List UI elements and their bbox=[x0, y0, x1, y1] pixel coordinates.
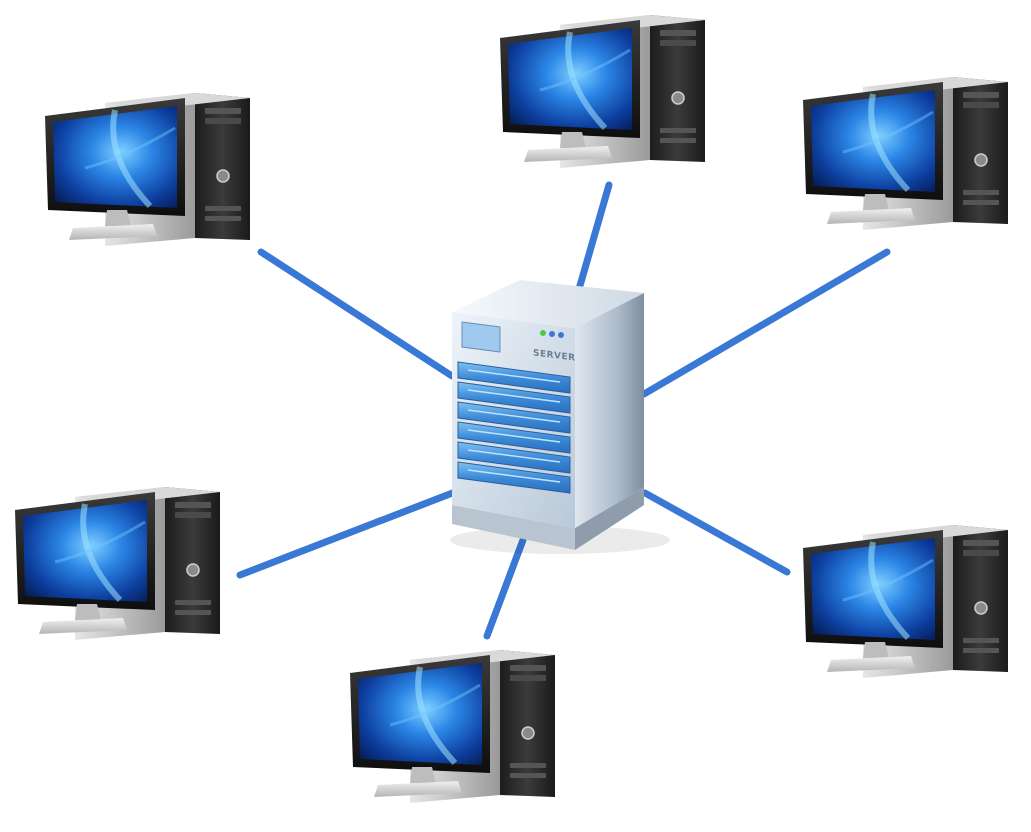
server: SERVER bbox=[450, 280, 670, 554]
link-top-left bbox=[257, 248, 456, 380]
server-tower-icon: SERVER bbox=[450, 280, 670, 554]
server-drive-bays bbox=[457, 361, 571, 494]
link-bottom-right bbox=[641, 489, 791, 576]
link-top-right bbox=[640, 248, 891, 398]
link-top-center bbox=[573, 181, 613, 300]
network-links bbox=[236, 181, 891, 640]
link-bottom-left bbox=[236, 488, 459, 579]
link-bottom-center bbox=[483, 536, 527, 640]
